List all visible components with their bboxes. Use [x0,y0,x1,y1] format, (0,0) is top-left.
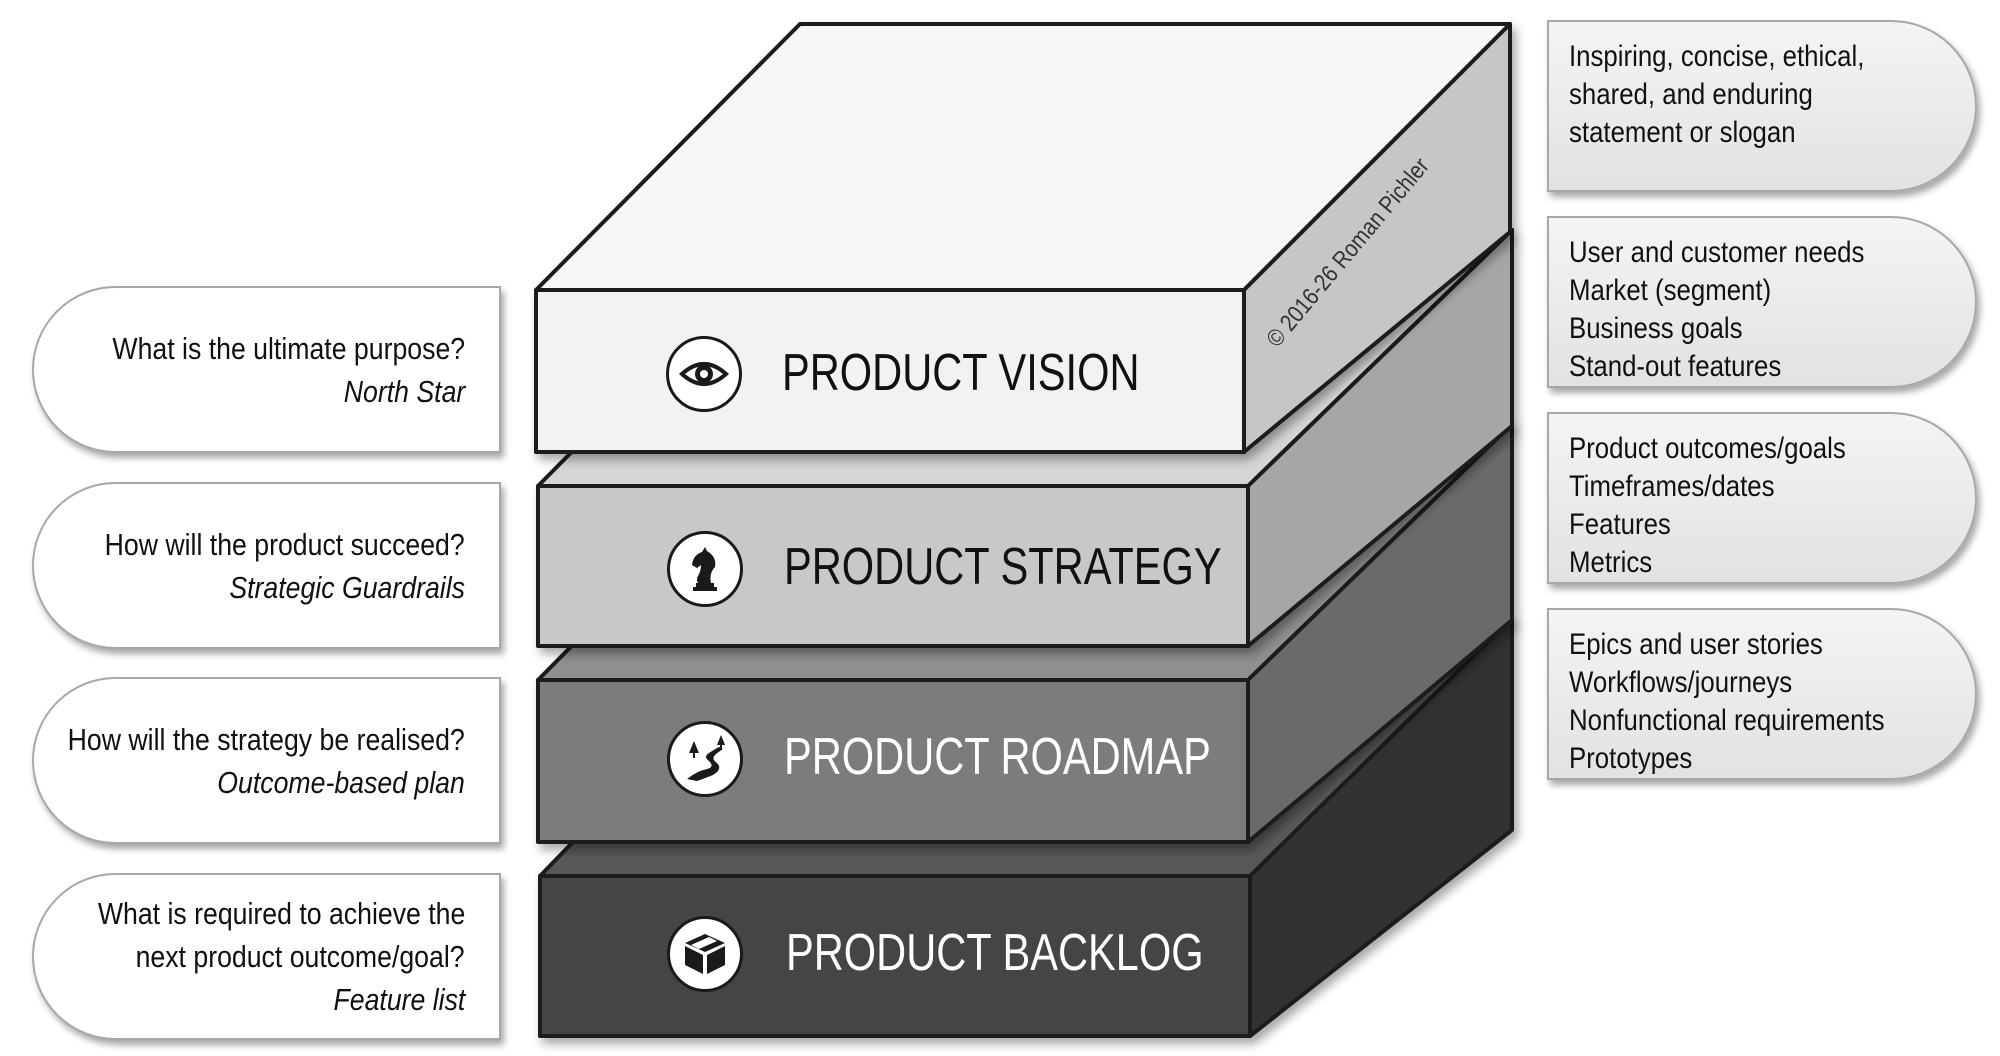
description-bubble-backlog: Epics and user stories Workflows/journey… [1547,608,1977,780]
description-line: Epics and user stories [1569,628,1823,661]
description-line: Business goals [1569,312,1743,345]
description-line: Nonfunctional requirements [1569,704,1885,737]
question-text: What is required to achieve the [97,896,465,931]
question-text: What is the ultimate purpose? [112,330,465,366]
description-line: Product outcomes/goals [1569,432,1846,465]
description-bubble-strategy: User and customer needs Market (segment)… [1547,216,1977,388]
question-text: How will the strategy be realised? [67,721,465,757]
layer-backlog-front [538,874,1252,1038]
layer-strategy-front [536,484,1250,648]
layer-label-vision: PRODUCT VISION [782,344,1140,402]
layer-vision-block [534,22,1512,454]
question-subtitle: Outcome-based plan [217,764,465,800]
description-line: Stand-out features [1569,350,1782,383]
description-line: Metrics [1569,546,1653,579]
layer-label-strategy: PRODUCT STRATEGY [784,538,1222,596]
description-line: statement or slogan [1569,116,1796,149]
layer-roadmap-front [536,678,1250,844]
description-line: shared, and enduring [1569,78,1813,111]
chess-knight-icon [667,531,743,607]
question-subtitle: Feature list [333,982,465,1017]
description-bubble-vision: Inspiring, concise, ethical, shared, and… [1547,20,1977,192]
question-subtitle: Strategic Guardrails [229,569,465,605]
description-line: Timeframes/dates [1569,470,1775,503]
description-line: Market (segment) [1569,274,1772,307]
description-bubble-roadmap: Product outcomes/goals Timeframes/dates … [1547,412,1977,584]
description-line: Features [1569,508,1671,541]
question-text: next product outcome/goal? [135,939,465,974]
question-bubble-vision: What is the ultimate purpose? North Star [32,286,501,453]
question-subtitle: North Star [343,373,465,409]
winding-road-icon [667,721,743,797]
description-line: User and customer needs [1569,236,1865,269]
eye-icon [666,336,742,412]
question-text: How will the product succeed? [104,526,465,562]
description-line: Prototypes [1569,742,1693,775]
description-line: Inspiring, concise, ethical, [1569,40,1865,73]
question-bubble-roadmap: How will the strategy be realised? Outco… [32,677,501,844]
layer-label-roadmap: PRODUCT ROADMAP [784,728,1211,786]
package-box-icon [667,916,743,992]
layer-vision-front [534,288,1246,454]
description-line: Workflows/journeys [1569,666,1793,699]
layer-label-backlog: PRODUCT BACKLOG [786,924,1204,982]
question-bubble-strategy: How will the product succeed? Strategic … [32,482,501,649]
question-bubble-backlog: What is required to achieve the next pro… [32,873,501,1040]
